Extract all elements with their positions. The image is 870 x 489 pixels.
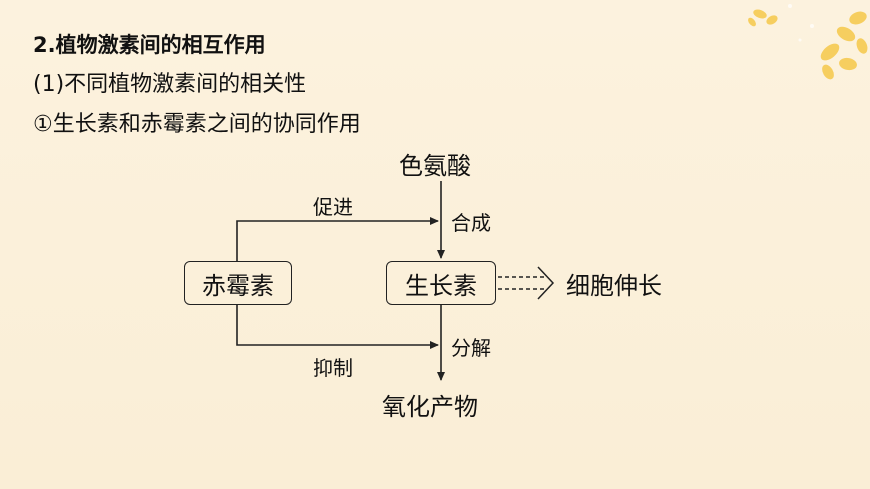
cell-elongation-label: 细胞伸长 (566, 272, 662, 300)
heading-title: 植物激素间的相互作用 (55, 33, 266, 57)
section-heading: 2.植物激素间的相互作用 (33, 29, 266, 59)
decompose-label: 分解 (451, 336, 491, 360)
heading-number: 2. (33, 33, 56, 57)
promote-arrow (236, 217, 439, 261)
promote-label: 促进 (313, 195, 353, 219)
auxin-label: 生长素 (405, 271, 477, 300)
tryptophan-label: 色氨酸 (399, 152, 471, 180)
auxin-box: 生长素 (386, 261, 496, 305)
synthesis-label: 合成 (451, 211, 491, 235)
oxidation-product-label: 氧化产物 (382, 393, 478, 421)
gibberellin-box: 赤霉素 (184, 261, 292, 305)
inhibit-label: 抑制 (313, 356, 353, 380)
gibberellin-label: 赤霉素 (202, 271, 274, 300)
effect-dashed-arrow (498, 266, 555, 300)
subheading: (1)不同植物激素间的相关性 (33, 72, 307, 97)
item-title: ①生长素和赤霉素之间的协同作用 (33, 112, 361, 137)
inhibit-arrow (236, 305, 439, 349)
